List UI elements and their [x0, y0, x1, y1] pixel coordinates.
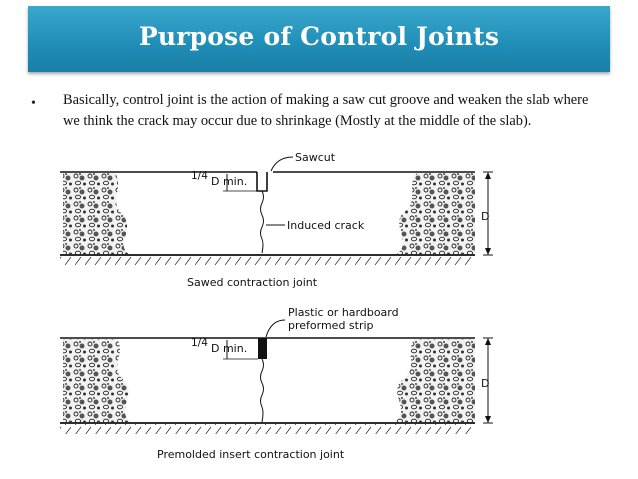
depth-label: D min. — [211, 175, 247, 188]
d-arrow-down — [485, 248, 491, 255]
ground-hatch — [60, 424, 475, 434]
premolded-caption: Premolded insert contraction joint — [157, 448, 345, 461]
bullet-marker: • — [31, 96, 36, 111]
depth-fraction: 1/4 — [191, 337, 208, 349]
induced-crack-label: Induced crack — [287, 219, 365, 232]
depth-label: D min. — [211, 342, 247, 355]
strip-label-line1: Plastic or hardboard — [288, 306, 399, 319]
control-joint-figure: Sawcut 1/4 D min. Induced crack D Sawed … — [60, 151, 493, 461]
aggregate-left — [63, 173, 129, 254]
aggregate-right — [397, 173, 475, 254]
ground-hatch — [60, 256, 475, 266]
sawed-joint-diagram: Sawcut 1/4 D min. Induced crack D Sawed … — [60, 151, 493, 289]
sawcut-leader — [270, 156, 294, 172]
slide-title: Purpose of Control Joints — [138, 22, 500, 51]
premolded-joint-diagram: Plastic or hardboard preformed strip 1/4… — [60, 306, 493, 461]
sawed-caption: Sawed contraction joint — [187, 276, 318, 289]
depth-fraction: 1/4 — [191, 170, 208, 182]
d-arrow-down — [485, 416, 491, 423]
sawcut-groove — [256, 172, 268, 192]
sawcut-label: Sawcut — [295, 151, 336, 164]
preformed-strip — [258, 338, 267, 359]
d-arrow-up — [485, 172, 491, 179]
bullet-text: Basically, control joint is the action o… — [63, 92, 589, 129]
d-arrow-up — [485, 338, 491, 345]
d-label: D — [481, 377, 489, 390]
crack-line — [260, 358, 264, 423]
strip-leader — [265, 319, 286, 338]
title-banner: Purpose of Control Joints — [28, 6, 610, 72]
aggregate-right — [395, 339, 475, 422]
induced-crack-line — [260, 190, 264, 254]
aggregate-left — [63, 339, 131, 422]
strip-label-line2: preformed strip — [288, 319, 374, 332]
d-label: D — [481, 210, 489, 223]
